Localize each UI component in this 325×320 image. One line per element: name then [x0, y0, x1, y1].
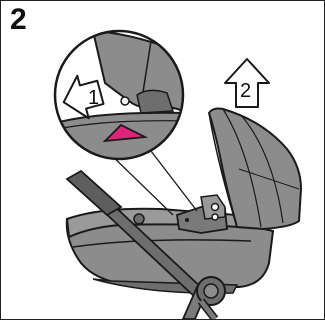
lift-arrow-icon: 2: [224, 58, 270, 108]
detail-magnifier: [53, 29, 185, 161]
press-step-label: 1: [88, 87, 99, 109]
canopy: [207, 107, 303, 231]
handlebar-grip: [65, 169, 123, 217]
stroller-frame: [65, 169, 226, 319]
release-button: [102, 123, 149, 143]
lift-step-label: 2: [240, 80, 251, 102]
adapter-lock: [176, 194, 228, 234]
step-number: 2: [10, 3, 27, 36]
press-arrow-icon: 1: [62, 74, 105, 120]
